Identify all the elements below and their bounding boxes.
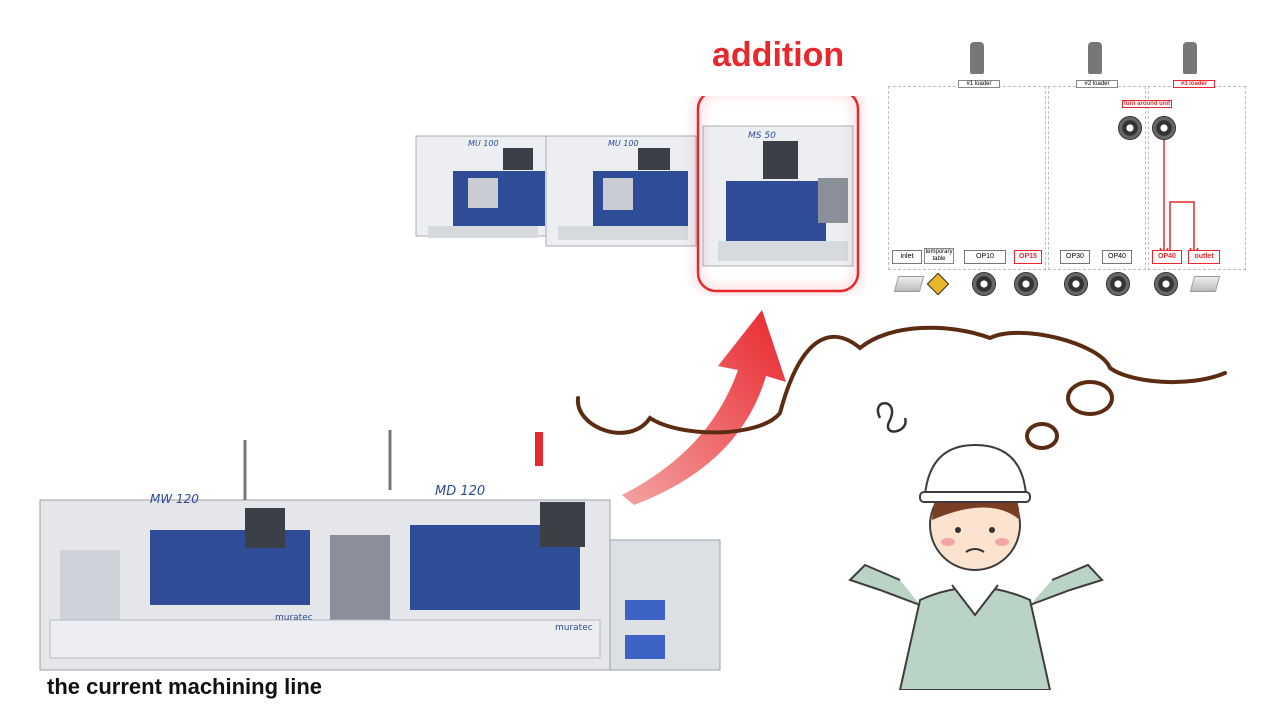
top-machining-line-illustration: MU 100 MU 100 MS 50 muratec (415, 96, 860, 293)
outlet-tray-icon (1189, 276, 1221, 292)
current-line-caption: the current machining line (47, 674, 323, 699)
machine-3-brand: MS 50 (748, 131, 776, 141)
process-layout-diagram: #1 loader #2 loader #3 loader turn aroun… (888, 42, 1248, 312)
station-op10: OP10 (964, 250, 1006, 264)
station-op40: OP40 (1102, 250, 1132, 264)
station-op30: OP30 (1060, 250, 1090, 264)
loader-3-label: #3 loader (1173, 80, 1215, 88)
loader-robot-icon (1088, 42, 1102, 74)
station-op40-new: OP40 (1152, 250, 1182, 264)
station-temporary-table: temporary table (924, 248, 954, 264)
thought-cloud-doodle (575, 325, 1227, 450)
station-inlet: inlet (892, 250, 922, 264)
turn-unit-chuck-icon (1118, 116, 1142, 140)
machine-3-manufacturer: muratec (780, 233, 805, 240)
station-op15: OP15 (1014, 250, 1042, 264)
bottom-machine-1-brand: MW 120 (150, 492, 199, 506)
loader-robot-icon (1183, 42, 1197, 74)
bottom-machine-2-manufacturer: muratec (555, 623, 593, 633)
worker-figure-illustration (848, 443, 1104, 690)
loader-2-label: #2 loader (1076, 80, 1118, 88)
machine-unit-2: MU 100 (545, 135, 697, 247)
op15-chuck-icon (1014, 272, 1038, 296)
op30-chuck-icon (1064, 272, 1088, 296)
op40-chuck-icon (1106, 272, 1130, 296)
addition-arrow-icon (622, 310, 786, 505)
machine-1-brand: MU 100 (468, 139, 499, 148)
current-machining-line-illustration: MW 120 MD 120 muratec muratec (39, 430, 721, 671)
op10-chuck-icon (972, 272, 996, 296)
machine-unit-3: MS 50 muratec (702, 125, 854, 267)
machine-unit-1: MU 100 (415, 135, 547, 238)
station-outlet: outlet (1188, 250, 1220, 264)
loader-1-label: #1 loader (958, 80, 1000, 88)
inlet-tray-icon (893, 276, 925, 292)
op40-new-chuck-icon (1154, 272, 1178, 296)
addition-highlight-frame (696, 96, 860, 293)
loader-robot-icon (970, 42, 984, 74)
turn-unit-chuck-icon (1152, 116, 1176, 140)
machine-2-brand: MU 100 (608, 139, 639, 148)
addition-heading: addition (712, 36, 845, 74)
bottom-machine-1-manufacturer: muratec (275, 613, 313, 623)
turn-around-unit-label: turn around unit (1122, 100, 1172, 108)
bottom-machine-2-brand: MD 120 (435, 484, 485, 499)
